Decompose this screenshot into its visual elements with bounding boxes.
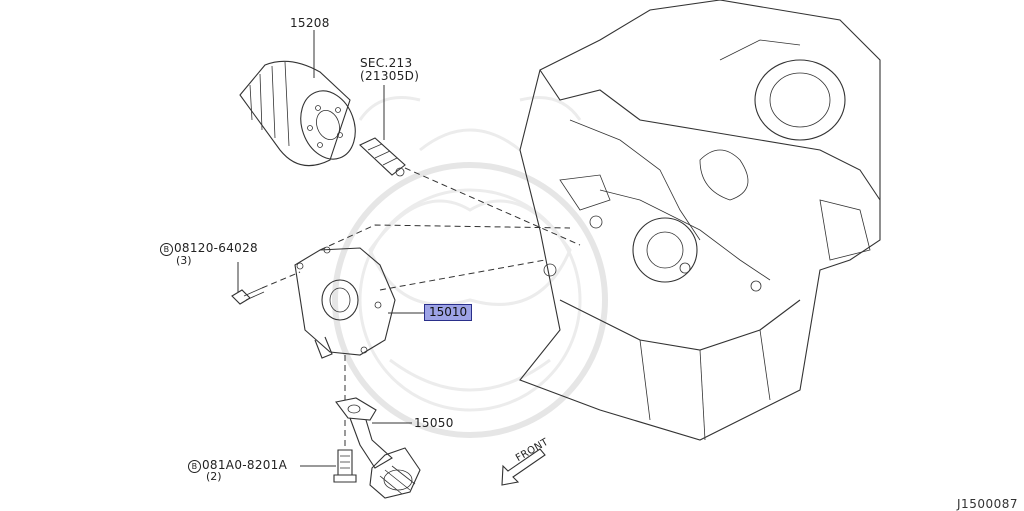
label-bolt-top-qty: (3) — [176, 254, 192, 267]
label-oil-filter: 15208 — [290, 16, 330, 30]
bolt-symbol-icon: B — [188, 460, 201, 473]
oil-filter — [239, 60, 356, 167]
bolt-top — [231, 287, 265, 305]
label-sensor-part: (21305D) — [360, 69, 420, 83]
front-arrow-icon — [501, 448, 546, 486]
watermark-emblem — [332, 96, 608, 438]
bolt-bottom — [333, 449, 357, 483]
oil-pump — [294, 246, 396, 359]
label-sensor-ref: SEC.213 — [360, 56, 413, 70]
label-bolt-bottom-qty: (2) — [206, 470, 222, 483]
pressure-switch — [359, 137, 406, 177]
leader-lines — [237, 30, 424, 467]
bolt-top-number: 08120-64028 — [174, 241, 258, 255]
diagram-id: J1500087 — [957, 497, 1018, 511]
dashed-guides — [261, 167, 581, 450]
label-strainer: 15050 — [414, 416, 454, 430]
label-oil-pump-highlighted[interactable]: 15010 — [424, 304, 473, 321]
bolt-symbol-icon: B — [160, 243, 173, 256]
engine-block — [519, 0, 881, 441]
oil-strainer — [335, 397, 421, 499]
bolt-bottom-number: 081A0-8201A — [202, 458, 288, 472]
